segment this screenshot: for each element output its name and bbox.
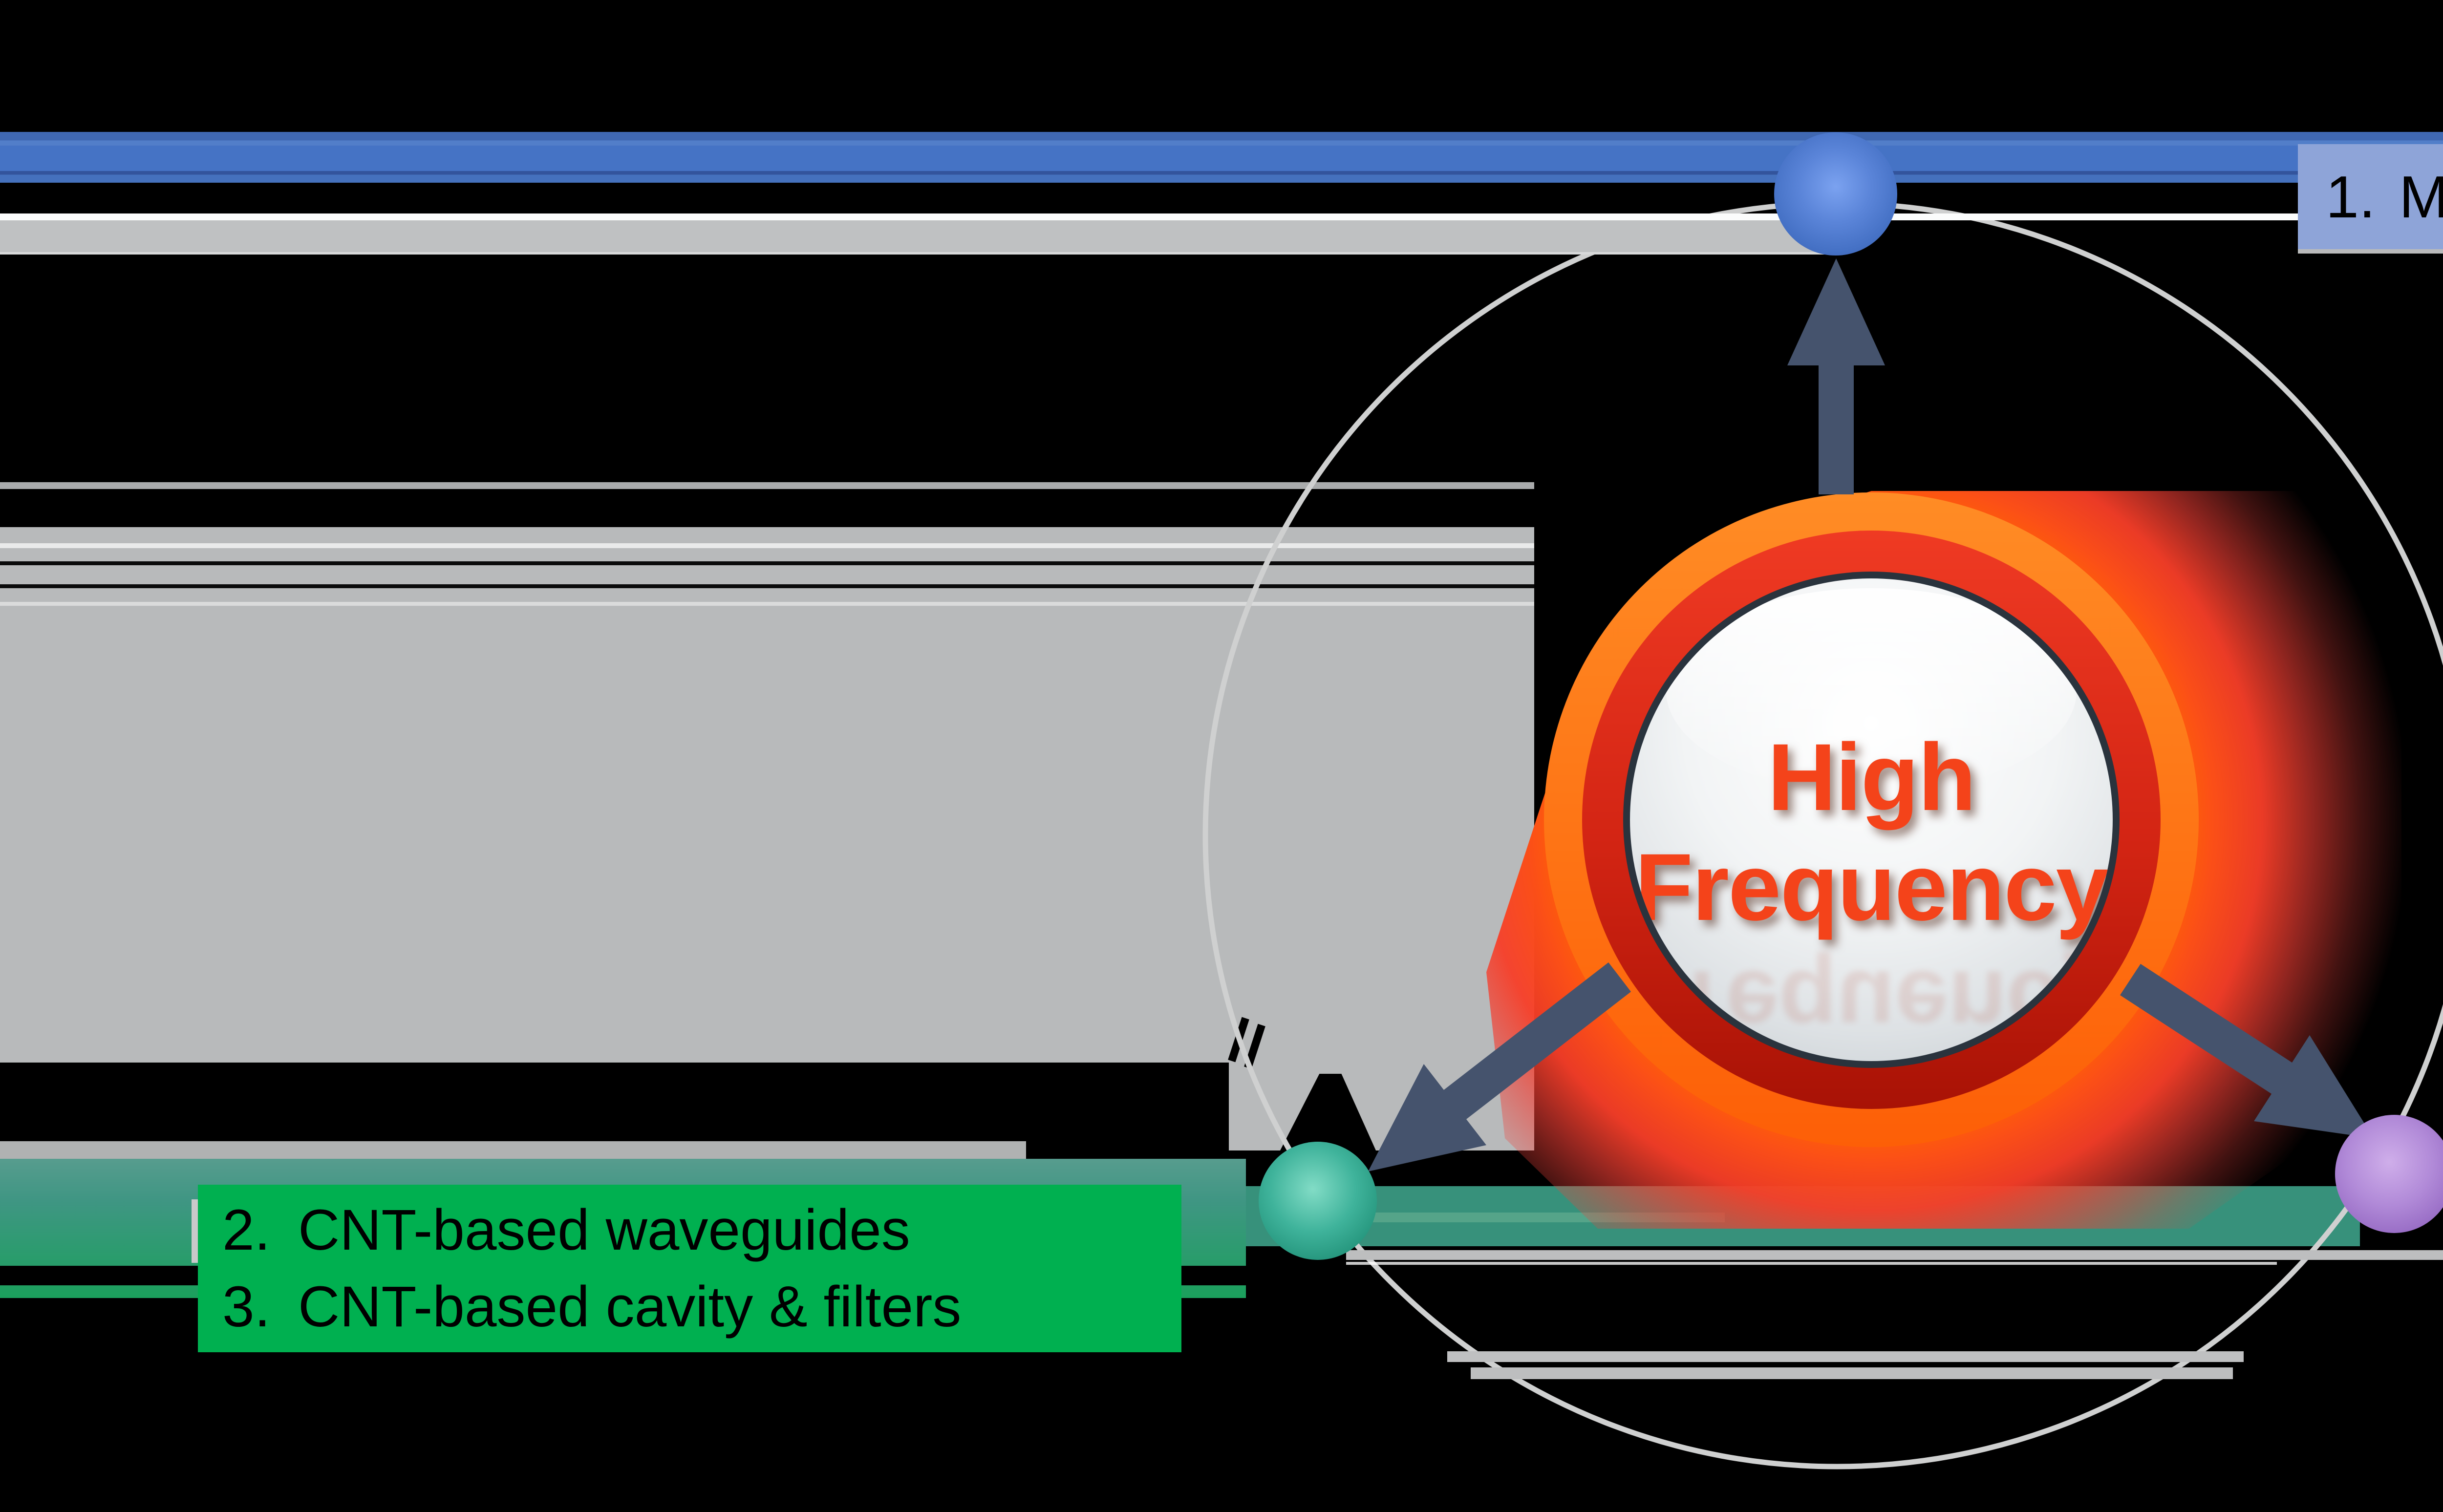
item-number: 3.: [222, 1274, 271, 1339]
arrow-up: [1787, 258, 1885, 494]
list-item: 1. MXene EM absorber: [2298, 158, 2443, 236]
list-item: 2. CNT-based waveguides: [198, 1192, 1181, 1269]
disc-title-reflection: Frequency: [1630, 951, 2113, 1058]
callout-mxene-absorber: 1. MXene EM absorber: [2298, 144, 2443, 249]
silver-line: [2298, 249, 2443, 254]
panel-rule-white: [0, 602, 1534, 606]
silver-band: [0, 1141, 1026, 1160]
gray-band: [0, 220, 1832, 255]
item-number: 1.: [2326, 163, 2376, 230]
silver-line: [1346, 1250, 2443, 1260]
panel-rule-white: [0, 543, 1534, 548]
item-label: CNT-based cavity & filters: [298, 1274, 962, 1339]
item-label: MXene EM absorber: [2399, 163, 2443, 230]
callout-cnt: 2. CNT-based waveguides 3. CNT-based cav…: [198, 1185, 1181, 1352]
silver-line: [1471, 1367, 2233, 1379]
gray-divider-line: [0, 482, 1534, 489]
high-frequency-disc: High Frequency Frequency: [1630, 578, 2113, 1061]
gray-panel: [0, 527, 1534, 1063]
white-line: [1346, 1262, 2277, 1265]
item-label: CNT-based waveguides: [298, 1197, 910, 1262]
disc-title-line2: Frequency: [1634, 834, 2109, 940]
blue-sphere: [1774, 132, 1897, 256]
teal-sphere: [1259, 1142, 1377, 1260]
gray-panel-lower-lobe: [1229, 1063, 1534, 1150]
panel-rule-black: [0, 561, 1534, 565]
white-band: [0, 213, 2298, 220]
gloss-highlight: [1666, 588, 2077, 793]
purple-sphere: [2335, 1115, 2443, 1233]
disc-title-line1: High: [1767, 724, 1976, 831]
silver-sliver: [192, 1199, 198, 1263]
horizontal-bar: [0, 132, 2443, 183]
list-item: 3. CNT-based cavity & filters: [198, 1269, 1181, 1345]
item-number: 2.: [222, 1197, 271, 1262]
silver-line: [1447, 1351, 2244, 1362]
panel-rule-black: [0, 584, 1534, 588]
